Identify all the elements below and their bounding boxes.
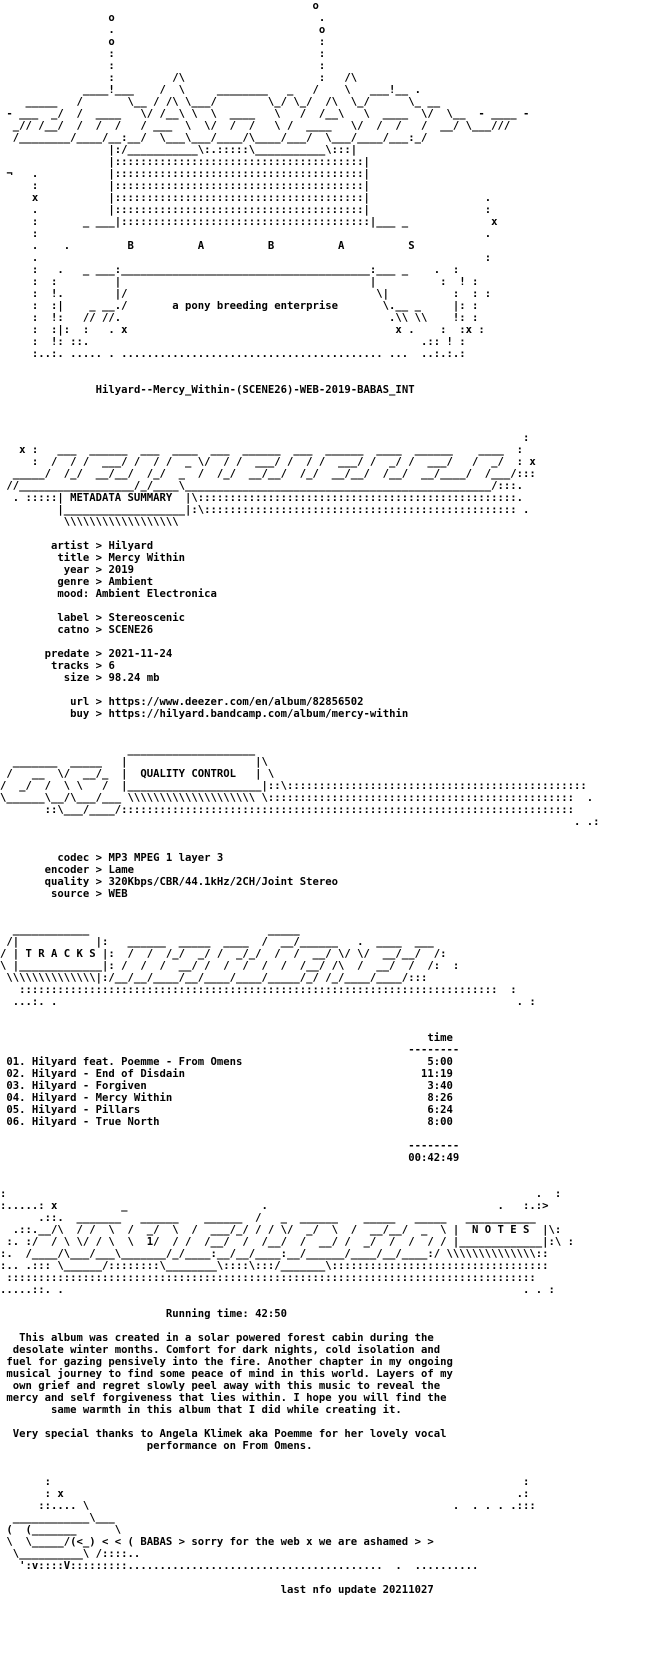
field-catno-value: SCENE26 xyxy=(108,624,154,636)
field-title-value: Mercy Within xyxy=(108,552,185,564)
tracklist-time-header: time xyxy=(427,1032,453,1044)
metadata-summary-banner: : x : ___ ______ ___ ____ ___ ______ ___… xyxy=(6,432,536,528)
field-tracks-label: tracks > xyxy=(0,660,109,672)
field-source-value: WEB xyxy=(108,888,128,900)
notes-paragraph-1: This album was created in a solar powere… xyxy=(6,1332,453,1416)
track-row: 04. Hilyard - Mercy Within 8:26 xyxy=(6,1092,453,1104)
tracklist-header-rule: -------- xyxy=(408,1044,460,1056)
field-year-value: 2019 xyxy=(108,564,134,576)
tracks-banner: ____________ _____ /| |: ______ _____ __… xyxy=(0,924,536,1008)
field-buy-label: buy > xyxy=(0,708,109,720)
field-buy-value: https://hilyard.bandcamp.com/album/mercy… xyxy=(108,708,409,720)
field-artist-label: artist > xyxy=(0,540,109,552)
tracklist-total-rule: -------- 00:42:49 xyxy=(408,1140,460,1164)
notes-paragraph-2: Very special thanks to Angela Klimek aka… xyxy=(12,1428,447,1452)
field-year-label: year > xyxy=(0,564,109,576)
track-row: 06. Hilyard - True North 8:00 xyxy=(6,1116,453,1128)
footer-message: \ \_____/(<_) < < ( BABAS > sorry for th… xyxy=(0,1536,434,1548)
field-encoder-value: Lame xyxy=(108,864,134,876)
field-size-value: 98.24 mb xyxy=(108,672,160,684)
track-row: 05. Hilyard - Pillars 6:24 xyxy=(6,1104,453,1116)
release-name: Hilyard--Mercy_Within-(SCENE26)-WEB-2019… xyxy=(95,384,415,396)
field-url-label: url > xyxy=(0,696,109,708)
footer-art-bottom: \__________\ /::::.. ':v::::V:::::::::..… xyxy=(12,1548,479,1572)
field-predate-label: predate > xyxy=(0,648,109,660)
field-label-value: Stereoscenic xyxy=(108,612,185,624)
release-name-indent xyxy=(0,384,96,396)
babas-logo-art: o o . . o xyxy=(6,0,530,360)
field-encoder-label: encoder > xyxy=(0,864,109,876)
field-quality-value: 320Kbps/CBR/44.1kHz/2CH/Joint Stereo xyxy=(108,876,339,888)
field-genre-value: Ambient xyxy=(108,576,154,588)
field-mood-value: Ambient Electronica xyxy=(95,588,217,600)
field-tracks-value: 6 xyxy=(108,660,115,672)
field-size-label: size > xyxy=(0,672,109,684)
field-codec-value: MP3 MPEG 1 layer 3 xyxy=(108,852,224,864)
field-predate-value: 2021-11-24 xyxy=(108,648,173,660)
field-genre-label: genre > xyxy=(0,576,109,588)
field-url-value: https://www.deezer.com/en/album/82856502 xyxy=(108,696,364,708)
field-catno-label: catno > xyxy=(0,624,109,636)
field-codec-label: codec > xyxy=(0,852,109,864)
track-row: 01. Hilyard feat. Poemme - From Omens 5:… xyxy=(6,1056,453,1068)
field-quality-label: quality > xyxy=(0,876,109,888)
quality-control-banner: ____________________ _______ _____ | |\ … xyxy=(0,744,600,828)
field-source-label: source > xyxy=(0,888,109,900)
field-label-label: label > xyxy=(0,612,109,624)
running-time: Running time: 42:50 xyxy=(0,1308,288,1320)
track-row: 03. Hilyard - Forgiven 3:40 xyxy=(6,1080,453,1092)
field-title-label: title > xyxy=(0,552,109,564)
footer-art-top: : : : x .: ::.... \ xyxy=(6,1476,536,1536)
field-artist-value: Hilyard xyxy=(108,540,154,552)
last-update: last nfo update 20211027 xyxy=(0,1584,434,1596)
tracklist: time -------- 01. Hilyard feat. Poemme -… xyxy=(0,1032,459,1128)
field-mood-label: mood: xyxy=(0,588,96,600)
notes-banner: : . : :.....: x _ . . :.:> .::. _____ xyxy=(0,1188,575,1296)
track-row: 02. Hilyard - End of Disdain 11:19 xyxy=(6,1068,453,1080)
